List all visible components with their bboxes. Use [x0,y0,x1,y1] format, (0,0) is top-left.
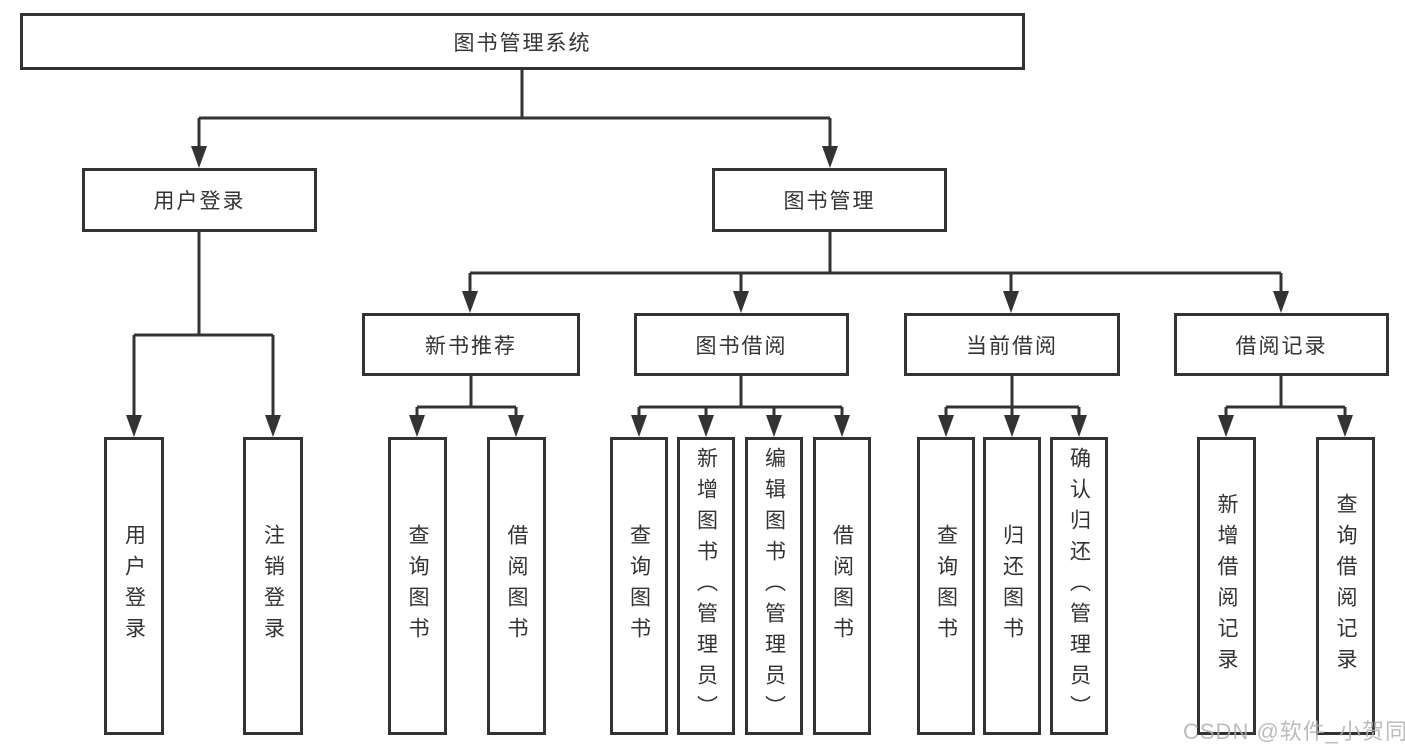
node-label: 当前借阅 [966,334,1058,358]
node-user-login: 用户登录 [82,168,317,232]
tree-connectors [132,70,1347,419]
node-label: 编辑图书（管理员） [762,446,786,726]
node-label: 图书借阅 [695,334,788,358]
node-book-borrowing: 图书借阅 [634,313,849,376]
node-label: 查询图书 [934,524,958,648]
leaf-return-books: 归还图书 [983,437,1041,735]
node-label: 归还图书 [1000,524,1024,648]
node-label: 查询图书 [406,524,429,648]
node-label: 确认归还（管理员） [1067,446,1091,726]
node-borrowing-records: 借阅记录 [1174,313,1389,376]
csdn-watermark: CSDN @软件_小贺同学 [1183,719,1405,744]
leaf-add-borrow-record: 新增借阅记录 [1197,437,1256,735]
leaf-user-login: 用户登录 [104,437,164,735]
node-label: 图书管理系统 [453,31,592,55]
node-label: 用户登录 [153,190,246,213]
leaf-edit-books-admin: 编辑图书（管理员） [745,437,803,735]
leaf-confirm-return-admin: 确认归还（管理员） [1050,437,1108,735]
leaf-logout: 注销登录 [243,437,303,735]
node-label: 查询图书 [627,524,651,648]
leaf-query-books-borrowing: 查询图书 [610,437,668,735]
node-label: 用户登录 [122,524,146,648]
leaf-query-books-current: 查询图书 [917,437,975,735]
node-label: 新书推荐 [425,334,517,358]
arrowheads [126,146,1353,437]
node-label: 借阅记录 [1235,334,1328,358]
leaf-add-books-admin: 新增图书（管理员） [677,437,735,735]
node-book-management: 图书管理 [712,168,947,232]
leaf-borrow-books: 借阅图书 [813,437,871,735]
node-new-book-recommend: 新书推荐 [362,313,580,376]
node-label: 借阅图书 [830,524,854,648]
node-label: 查询借阅记录 [1334,493,1357,679]
leaf-query-books-recommend: 查询图书 [388,437,447,735]
leaf-borrow-books-recommend: 借阅图书 [487,437,546,735]
node-label: 注销登录 [261,524,285,648]
node-library-management-system: 图书管理系统 [20,13,1025,70]
node-label: 新增借阅记录 [1215,493,1238,679]
node-label: 新增图书（管理员） [694,446,718,726]
leaf-query-borrow-record: 查询借阅记录 [1316,437,1375,735]
node-label: 图书管理 [783,190,876,213]
node-current-borrowing: 当前借阅 [904,313,1120,376]
node-label: 借阅图书 [505,524,528,648]
